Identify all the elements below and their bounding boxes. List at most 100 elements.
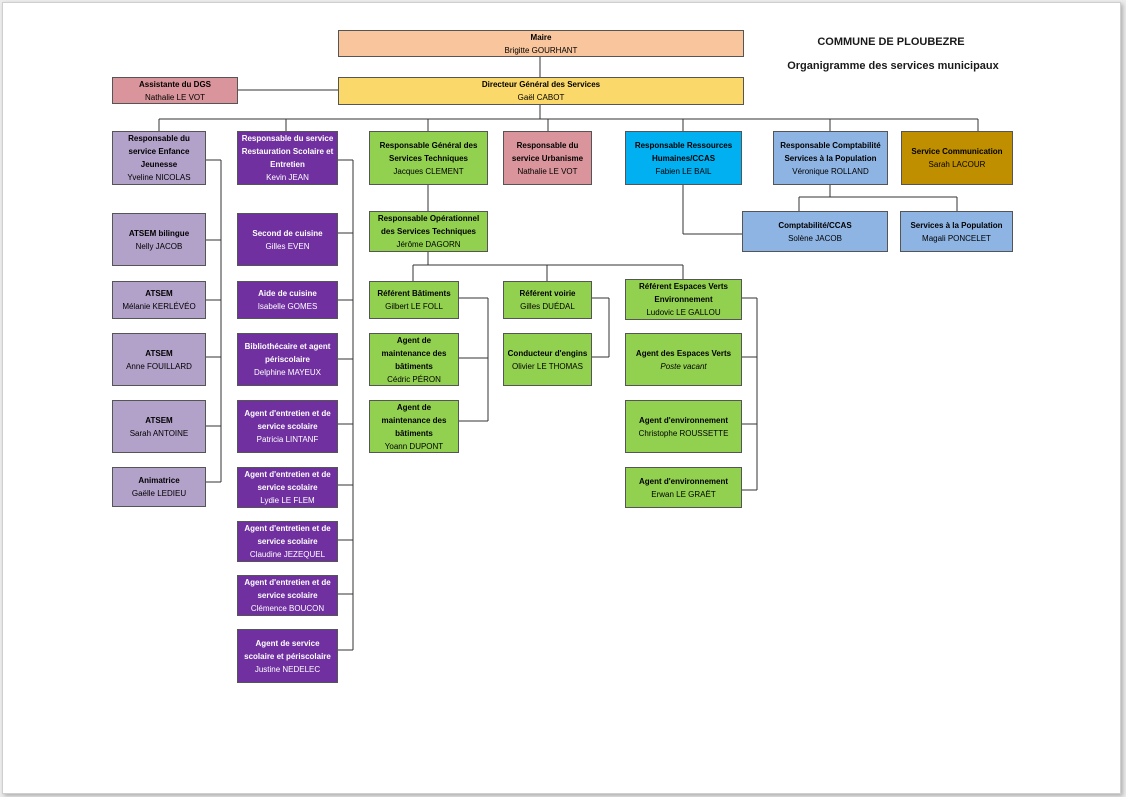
box-title: Responsable du service Urbanisme	[511, 140, 584, 163]
box-name: Delphine MAYEUX	[254, 368, 321, 377]
box-title: Comptabilité/CCAS	[778, 220, 852, 230]
box-name: Clémence BOUCON	[250, 604, 325, 613]
box-title: Agent de maintenance des bâtiments	[381, 402, 447, 438]
box-atsem-kerleveo: ATSEM Mélanie KERLÉVÉO	[112, 281, 206, 319]
box-title: Responsable Général des Services Techniq…	[379, 140, 478, 163]
box-agent-entretien-boucon: Agent d'entretien et de service scolaire…	[237, 575, 338, 616]
box-conducteur-engins: Conducteur d'engins Olivier LE THOMAS	[503, 333, 592, 386]
box-name: Poste vacant	[660, 361, 707, 371]
box-service-communication: Service Communication Sarah LACOUR	[901, 131, 1013, 185]
box-atsem-fouillard: ATSEM Anne FOUILLARD	[112, 333, 206, 386]
box-title: Référent Bâtiments	[377, 289, 451, 298]
box-name: Nathalie LE VOT	[144, 92, 206, 102]
box-services-techniques: Responsable Général des Services Techniq…	[369, 131, 488, 185]
box-referent-espaces-verts: Référent Espaces Verts Environnement Lud…	[625, 279, 742, 320]
box-name: Cédric PÉRON	[387, 374, 441, 384]
box-ressources-humaines: Responsable Ressources Humaines/CCAS Fab…	[625, 131, 742, 185]
box-name: Sarah ANTOINE	[129, 428, 189, 438]
box-agent-espaces-verts: Agent des Espaces Verts Poste vacant	[625, 333, 742, 386]
box-agent-environnement-roussette: Agent d'environnement Christophe ROUSSET…	[625, 400, 742, 453]
box-name: Mélanie KERLÉVÉO	[122, 302, 196, 311]
box-name: Anne FOUILLARD	[126, 361, 192, 371]
box-name: Lydie LE FLEM	[260, 496, 315, 505]
box-second-cuisine: Second de cuisine Gilles EVEN	[237, 213, 338, 266]
box-title: Maire	[530, 32, 552, 42]
box-name: Yveline NICOLAS	[127, 173, 191, 182]
box-agent-environnement-legraet: Agent d'environnement Erwan LE GRAËT	[625, 467, 742, 508]
box-title: ATSEM bilingue	[128, 228, 190, 238]
box-title: Référent Espaces Verts Environnement	[639, 282, 728, 304]
box-title: Second de cuisine	[252, 228, 323, 238]
box-name: Ludovic LE GALLOU	[646, 308, 721, 317]
chart-subtitle: Organigramme des services municipaux	[787, 60, 999, 72]
box-title: ATSEM	[145, 289, 173, 298]
box-name: Jacques CLEMENT	[393, 166, 464, 176]
box-agent-entretien-lintanf: Agent d'entretien et de service scolaire…	[237, 400, 338, 453]
box-name: Fabien LE BAIL	[655, 166, 712, 176]
box-title: Agent des Espaces Verts	[635, 348, 732, 358]
box-agent-entretien-jezequel: Agent d'entretien et de service scolaire…	[237, 521, 338, 562]
box-comptabilite: Responsable Comptabilité Services à la P…	[773, 131, 888, 185]
box-title: Agent d'entretien et de service scolaire	[244, 578, 331, 600]
box-name: Nelly JACOB	[135, 241, 183, 251]
box-name: Gilles EVEN	[265, 241, 310, 251]
box-title: Directeur Général des Services	[481, 80, 601, 89]
box-title: Agent d'entretien et de service scolaire	[244, 524, 331, 546]
box-title: Responsable du service Restauration Scol…	[241, 134, 334, 169]
box-restauration-scolaire: Responsable du service Restauration Scol…	[237, 131, 338, 185]
box-assistante-dgs: Assistante du DGS Nathalie LE VOT	[112, 77, 238, 104]
box-agent-periscolaire: Agent de service scolaire et périscolair…	[237, 629, 338, 683]
box-title: Agent de maintenance des bâtiments	[381, 335, 447, 371]
box-name: Kevin JEAN	[266, 173, 309, 182]
box-name: Solène JACOB	[788, 233, 842, 243]
box-name: Claudine JEZEQUEL	[249, 550, 326, 559]
box-title: Aide de cuisine	[258, 289, 317, 298]
box-referent-voirie: Référent voirie Gilles DUÉDAL	[503, 281, 592, 319]
box-name: Isabelle GOMES	[257, 302, 318, 311]
box-title: Agent d'entretien et de service scolaire	[244, 409, 331, 431]
box-name: Olivier LE THOMAS	[512, 361, 583, 371]
box-name: Justine NEDELEC	[254, 664, 321, 674]
box-atsem-antoine: ATSEM Sarah ANTOINE	[112, 400, 206, 453]
box-name: Erwan LE GRAËT	[651, 489, 716, 499]
commune-title: COMMUNE DE PLOUBEZRE	[817, 36, 965, 48]
box-aide-cuisine: Aide de cuisine Isabelle GOMES	[237, 281, 338, 319]
box-title: Responsable Ressources Humaines/CCAS	[634, 140, 733, 163]
box-enfance-jeunesse: Responsable du service Enfance Jeunesse …	[112, 131, 206, 185]
box-name: Gilles DUÉDAL	[520, 302, 575, 311]
box-name: Nathalie LE VOT	[517, 166, 578, 176]
box-responsable-operationnel: Responsable Opérationnel des Services Te…	[369, 211, 488, 252]
box-services-population: Services à la Population Magali PONCELET	[900, 211, 1013, 252]
box-name: Yoann DUPONT	[384, 441, 444, 451]
box-comptabilite-ccas: Comptabilité/CCAS Solène JACOB	[742, 211, 888, 252]
box-title: Agent d'environnement	[638, 415, 729, 425]
box-name: Patricia LINTANF	[256, 435, 319, 444]
box-agent-maintenance-peron: Agent de maintenance des bâtiments Cédri…	[369, 333, 459, 386]
box-name: Véronique ROLLAND	[792, 166, 869, 176]
box-title: ATSEM	[145, 348, 173, 358]
box-dgs: Directeur Général des Services Gaël CABO…	[338, 77, 744, 105]
box-urbanisme: Responsable du service Urbanisme Nathali…	[503, 131, 592, 185]
box-name: Gaël CABOT	[517, 93, 565, 102]
box-title: Agent de service scolaire et périscolair…	[244, 638, 331, 661]
box-title: Agent d'entretien et de service scolaire	[244, 470, 331, 492]
box-agent-maintenance-dupont: Agent de maintenance des bâtiments Yoann…	[369, 400, 459, 453]
box-name: Jérôme DAGORN	[396, 240, 461, 249]
box-title: Service Communication	[911, 147, 1003, 156]
box-title: Responsable du service Enfance Jeunesse	[128, 134, 190, 169]
box-title: Conducteur d'engins	[507, 348, 588, 358]
connector-lines	[158, 57, 979, 651]
box-title: ATSEM	[145, 415, 173, 425]
box-name: Gaëlle LEDIEU	[131, 489, 187, 498]
box-referent-batiments: Référent Bâtiments Gilbert LE FOLL	[369, 281, 459, 319]
box-animatrice: Animatrice Gaëlle LEDIEU	[112, 467, 206, 507]
box-title: Responsable Opérationnel des Services Te…	[377, 214, 480, 236]
box-maire: Maire Brigitte GOURHANT	[338, 30, 744, 57]
box-title: Animatrice	[138, 476, 180, 485]
box-name: Brigitte GOURHANT	[504, 45, 578, 55]
box-name: Christophe ROUSSETTE	[638, 428, 729, 438]
box-title: Responsable Comptabilité Services à la P…	[780, 140, 881, 163]
box-name: Gilbert LE FOLL	[385, 302, 443, 311]
box-title: Services à la Population	[910, 220, 1003, 230]
